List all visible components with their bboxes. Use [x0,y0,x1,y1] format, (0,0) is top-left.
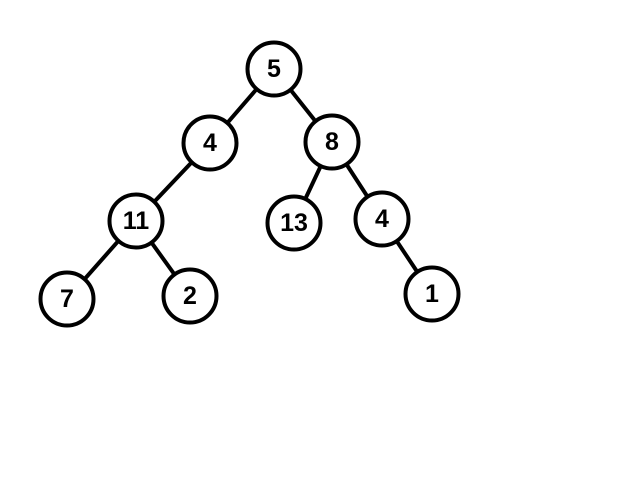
tree-node-left-left: 11 [107,192,165,250]
node-label: 8 [325,128,339,156]
tree-nodes: 5 4 8 11 13 4 7 2 [38,40,461,328]
tree-node-right-left: 13 [265,194,323,252]
node-label: 7 [60,285,74,313]
tree-node-right: 8 [303,113,361,171]
node-circle [107,192,165,250]
tree-node-right-right-right: 1 [403,265,461,323]
node-label: 4 [375,205,389,233]
node-circle [403,265,461,323]
node-label: 2 [183,282,197,310]
node-circle [181,114,239,172]
node-label: 5 [267,55,281,83]
node-circle [353,190,411,248]
node-label: 11 [123,207,150,235]
node-label: 4 [203,129,217,157]
node-label: 1 [425,280,439,308]
tree-edges [65,67,434,301]
tree-node-left-left-right: 2 [161,267,219,325]
node-circle [265,194,323,252]
tree-node-left: 4 [181,114,239,172]
node-circle [38,270,96,328]
node-circle [161,267,219,325]
tree-node-left-left-left: 7 [38,270,96,328]
tree-node-right-right: 4 [353,190,411,248]
node-circle [245,40,303,98]
node-circle [303,113,361,171]
node-label: 13 [280,209,308,237]
tree-node-root: 5 [245,40,303,98]
